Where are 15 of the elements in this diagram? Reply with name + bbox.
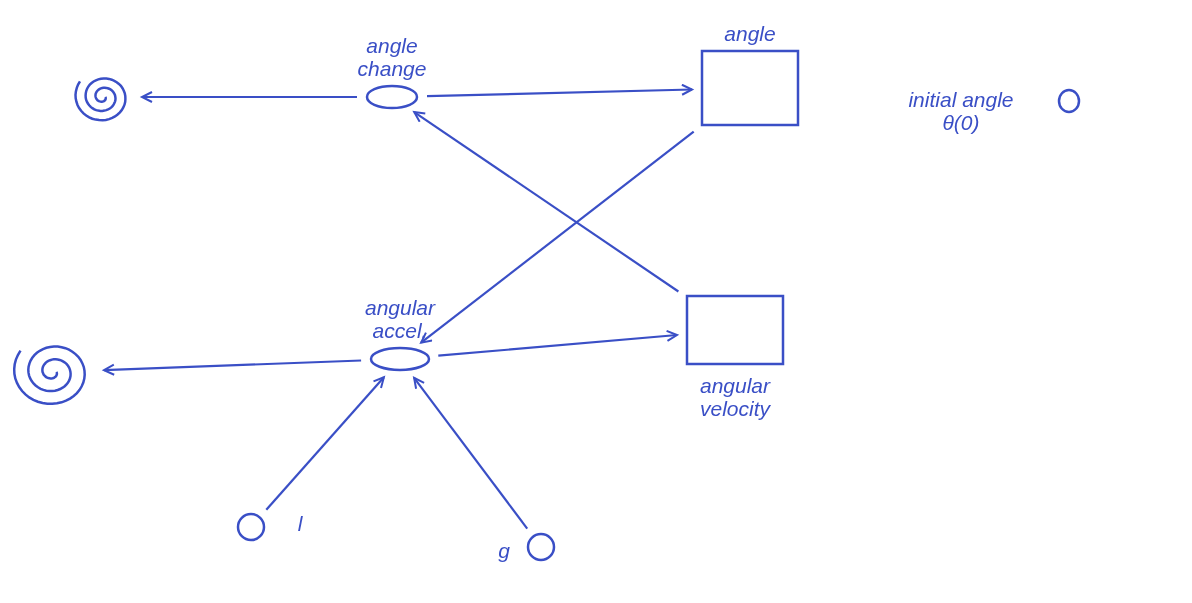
node-label: angular velocity bbox=[698, 374, 772, 420]
arrow bbox=[420, 130, 695, 344]
arrow bbox=[103, 359, 362, 376]
node-label: angular accel. bbox=[363, 296, 437, 342]
node-label: angle change bbox=[356, 34, 428, 80]
arrow bbox=[141, 91, 357, 103]
arrow bbox=[265, 376, 385, 511]
arrow bbox=[438, 329, 678, 357]
node-label: l bbox=[296, 512, 304, 535]
arrow bbox=[413, 111, 679, 293]
node-label: angle bbox=[723, 22, 777, 45]
arrow bbox=[413, 376, 529, 530]
arrow bbox=[426, 83, 693, 98]
node-label: g bbox=[497, 539, 511, 562]
node-label: initial angle θ(0) bbox=[907, 88, 1015, 134]
